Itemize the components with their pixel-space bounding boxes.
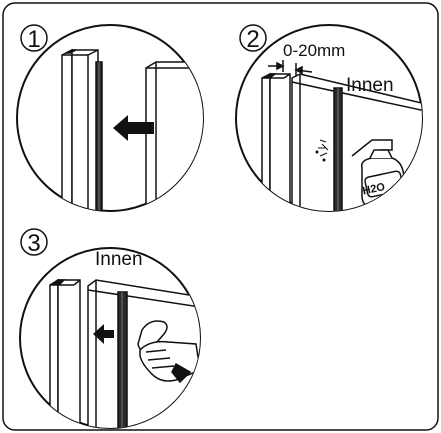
step-1-badge bbox=[20, 24, 48, 52]
step-3-badge bbox=[20, 228, 48, 256]
hand-icon bbox=[137, 320, 200, 384]
left-arrow-icon bbox=[113, 115, 154, 141]
step-1-number: 1 bbox=[27, 26, 40, 53]
dimension-marker bbox=[268, 60, 313, 76]
step-2-number: 2 bbox=[246, 26, 259, 53]
step-1-profile bbox=[61, 48, 103, 211]
bottle-label: H2O bbox=[362, 181, 387, 198]
step-3-number: 3 bbox=[27, 230, 40, 257]
step-3-side-label: Innen bbox=[95, 249, 143, 270]
step-2-side-label: Innen bbox=[346, 75, 394, 96]
step-2-badge bbox=[239, 24, 267, 52]
left-arrow-icon bbox=[93, 324, 114, 344]
step-3-seal bbox=[117, 291, 128, 428]
step-1-panel: 1 bbox=[16, 24, 204, 212]
step-3-panel: Innen 3 bbox=[19, 228, 201, 429]
spray-mist bbox=[315, 139, 329, 162]
step-3-profile bbox=[49, 278, 81, 428]
step-2-dimension: 0-20mm bbox=[283, 41, 345, 60]
